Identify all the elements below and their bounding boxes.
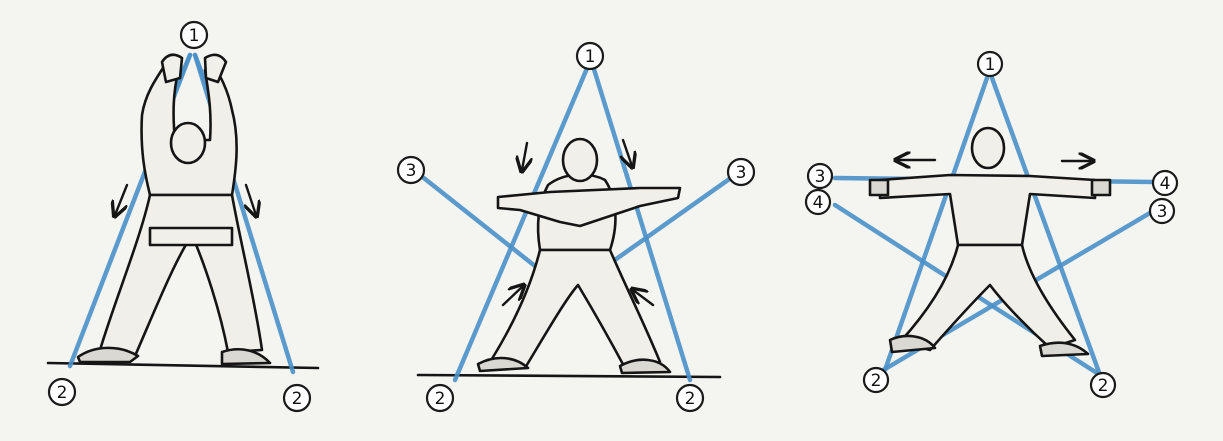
marker-number: 2 <box>685 389 696 409</box>
panel-1: 1 2 2 <box>48 22 318 411</box>
marker-1: 1 <box>577 43 603 69</box>
arrow-down-left <box>115 185 127 215</box>
panel-3: 1 3 4 4 3 2 2 <box>806 52 1177 397</box>
marker-number: 2 <box>57 383 68 403</box>
marker-number: 4 <box>1160 174 1171 194</box>
marker-number: 1 <box>585 47 596 67</box>
marker-3-left: 3 <box>808 164 832 188</box>
marker-number: 3 <box>815 167 826 187</box>
marker-number: 1 <box>189 26 200 46</box>
arrow-up-right <box>633 290 653 305</box>
marker-3-left: 3 <box>398 157 424 183</box>
arrow-down-right <box>246 185 256 215</box>
arrow-up-left <box>503 286 523 305</box>
marker-number: 3 <box>736 163 747 183</box>
marker-2-left: 2 <box>49 379 75 405</box>
marker-2-right: 2 <box>284 385 310 411</box>
marker-1: 1 <box>181 22 207 48</box>
marker-number: 3 <box>406 161 417 181</box>
marker-2-left: 2 <box>864 368 888 392</box>
ground-line <box>48 363 318 368</box>
marker-number: 1 <box>985 55 996 75</box>
marker-3-right: 3 <box>728 159 754 185</box>
marker-number: 2 <box>1098 376 1109 396</box>
marker-number: 2 <box>292 389 303 409</box>
marker-2-right: 2 <box>677 385 703 411</box>
marker-number: 4 <box>813 193 824 213</box>
panel-2: 1 3 3 2 2 <box>398 43 754 411</box>
marker-3-right: 3 <box>1150 199 1174 223</box>
marker-number: 2 <box>871 371 882 391</box>
marker-1: 1 <box>978 52 1002 76</box>
arrow-down-left <box>522 143 527 170</box>
ground-line <box>418 375 720 377</box>
marker-2-right: 2 <box>1091 373 1115 397</box>
marker-4-right: 4 <box>1153 171 1177 195</box>
marker-2-left: 2 <box>427 385 453 411</box>
marker-number: 3 <box>1157 202 1168 222</box>
marker-number: 2 <box>435 389 446 409</box>
marker-4-left: 4 <box>806 190 830 214</box>
